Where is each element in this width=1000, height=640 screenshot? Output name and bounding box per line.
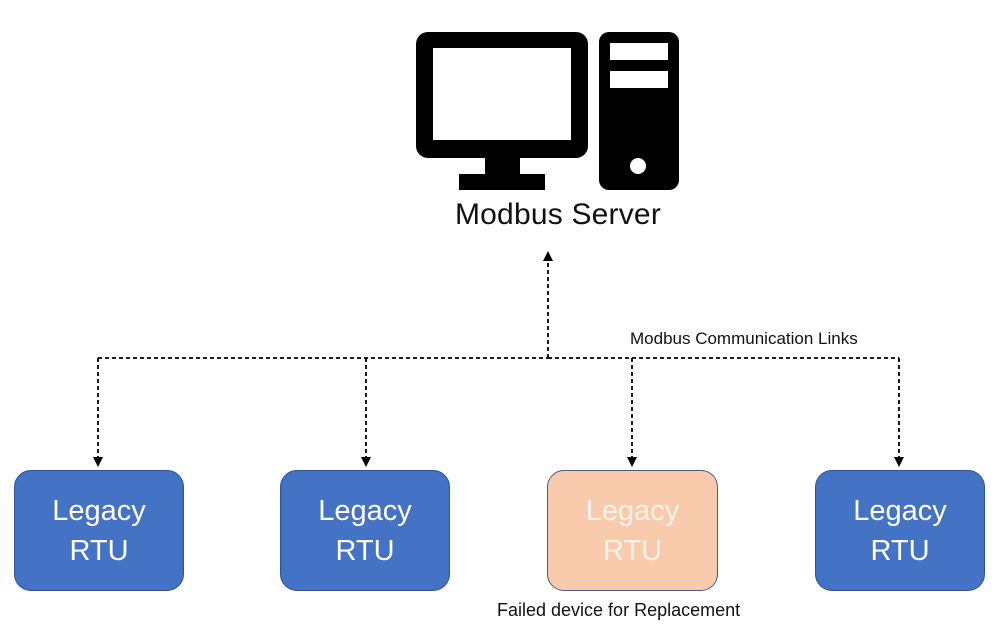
communication-links-label: Modbus Communication Links bbox=[630, 329, 858, 348]
communication-links bbox=[93, 251, 904, 467]
monitor-icon bbox=[416, 32, 588, 190]
rtu-label-line2: RTU bbox=[335, 534, 395, 567]
rtu-device-3-failed[interactable]: Legacy RTU bbox=[547, 470, 718, 591]
rtu-label-line2: RTU bbox=[602, 534, 663, 567]
failed-device-caption: Failed device for Replacement bbox=[497, 600, 741, 620]
rtu-device-4[interactable]: Legacy RTU bbox=[815, 470, 985, 591]
rtu-device-1[interactable]: Legacy RTU bbox=[14, 470, 184, 591]
rtu-label-line1: Legacy bbox=[318, 494, 412, 527]
rtu-label-line2: RTU bbox=[69, 534, 129, 567]
rtu-device-2[interactable]: Legacy RTU bbox=[280, 470, 450, 591]
server-label: Modbus Server bbox=[454, 198, 662, 231]
rtu-label-line1: Legacy bbox=[853, 494, 947, 527]
rtu-label-line2: RTU bbox=[870, 534, 930, 567]
tower-icon bbox=[599, 32, 679, 190]
rtu-label-line1: Legacy bbox=[52, 494, 146, 527]
rtu-label-line1: Legacy bbox=[585, 494, 680, 527]
desktop-computer-icon bbox=[416, 32, 679, 190]
